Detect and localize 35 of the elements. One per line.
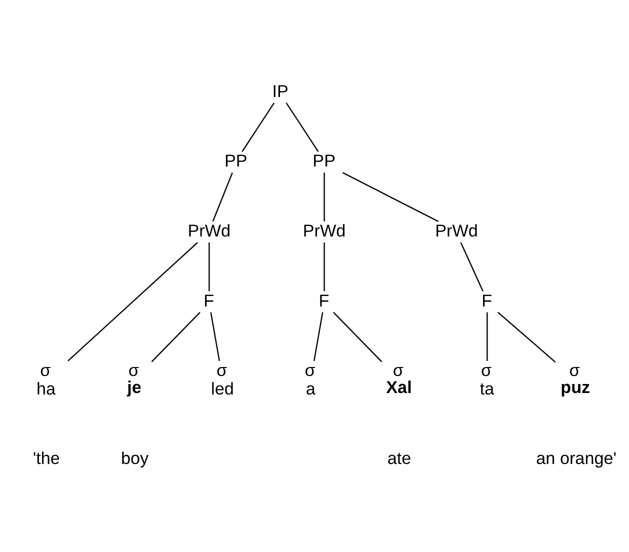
node-text: PP <box>224 150 248 171</box>
node-text: F <box>318 290 330 310</box>
node-text: σ led <box>211 360 234 398</box>
connector <box>208 242 210 292</box>
connector <box>324 172 325 222</box>
connector <box>486 312 488 361</box>
node-text: F <box>204 290 214 310</box>
node-text: IP <box>272 80 288 101</box>
node-text: σ Xal <box>386 360 412 398</box>
label: an orange' <box>536 448 617 468</box>
node-text: PP <box>312 150 336 171</box>
connector <box>313 312 324 362</box>
connector <box>324 242 325 292</box>
connector <box>212 172 233 222</box>
connector <box>210 312 220 362</box>
label: ate <box>387 448 412 468</box>
node-text: σ ta <box>480 360 494 398</box>
label: 'the <box>32 448 60 468</box>
node-text: σ ha <box>36 360 56 398</box>
connector <box>460 242 484 292</box>
node-text: σ je <box>127 360 142 398</box>
node-text: σ a <box>304 360 316 398</box>
node-text: PrWd <box>435 220 478 240</box>
connector <box>242 102 275 152</box>
connector <box>151 312 200 362</box>
connector <box>342 172 439 222</box>
label: boy <box>121 448 149 468</box>
node-text: PrWd <box>302 220 346 240</box>
connector <box>68 242 198 362</box>
node-text: F <box>482 290 492 310</box>
connector <box>286 102 319 152</box>
connector <box>498 312 556 363</box>
connector <box>333 312 382 362</box>
node-text: σ puz <box>560 360 590 398</box>
node-text: PrWd <box>188 220 231 240</box>
